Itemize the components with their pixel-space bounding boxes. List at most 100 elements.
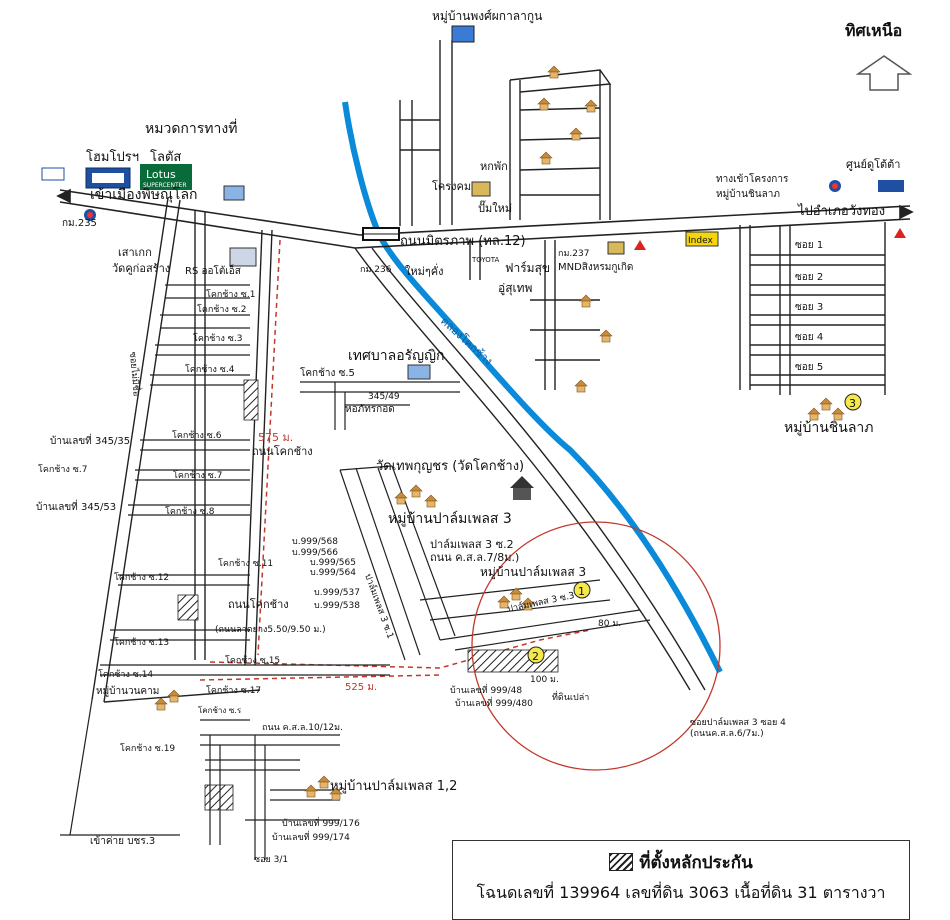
label-soi3: ซอย 3 (795, 302, 823, 313)
shop2-icon (607, 241, 625, 255)
marker-2: 2 (527, 646, 545, 664)
hatched-block-c (204, 784, 234, 811)
label-village-wanakam: หมู่บ้านวนคาม (96, 685, 159, 697)
dashed-route-575 (257, 239, 281, 656)
label-lotus: โลตัส (150, 149, 181, 165)
label-camp: เข้าค่าย บชร.3 (90, 835, 155, 847)
label-palm3-soi1: ปาล์มเพลส 3 ซ.1 (362, 572, 397, 640)
muni-icon (407, 364, 431, 380)
temple-icon (510, 476, 534, 500)
label-road-asphalt: (ถนนลาดยาง5.50/9.50 ม.) (215, 625, 326, 635)
label-soi-palm4: ซอยปาล์มเพลส 3 ซอย 4 (690, 716, 786, 728)
label-nongkhai: ใหม่ๆคั่ง (405, 263, 444, 278)
label-soi3-1: ซอย 3/1 (254, 855, 288, 865)
label-ks11: โคกช้าง ซ.11 (218, 558, 273, 569)
label-ks13: โคกช้าง ซ.13 (114, 637, 169, 648)
south-village-grid (200, 734, 340, 860)
label-highway-dept: หมวดการทางที่ (145, 119, 237, 137)
label-h176: บ้านเลขที่ 999/176 (282, 816, 360, 829)
label-h480a: บ้านเลขที่ 999/48 (450, 683, 522, 696)
label-soi-palm4-road: (ถนนค.ส.ล.6/7ม.) (690, 729, 764, 739)
main-highway (56, 188, 914, 249)
label-koksang-road: ถนนโคกช้าง (228, 597, 289, 611)
label-ks14: โคกช้าง ซ.14 (98, 669, 153, 680)
label-b568: บ.999/568 (292, 537, 338, 547)
collateral-radius-circle (471, 521, 721, 771)
label-hongcham: โครงคม (432, 179, 471, 193)
index-logo-icon: Index (685, 231, 719, 247)
label-rs: RS ออโต้เอ็ส (185, 263, 241, 277)
label-wat-thep: วัดเทพกุญชร (วัดโคกช้าง) (376, 458, 524, 474)
label-road-kst10: ถนน ค.ส.ล.10/12ม. (262, 723, 343, 733)
label-dist80: 80 ม. (598, 619, 621, 629)
legend-box: ที่ตั้งหลักประกัน โฉนดเลขที่ 139964 เลขท… (452, 840, 910, 920)
ptt-pin-east-icon (829, 180, 841, 192)
label-ks17: โคกช้าง ซ.17 (206, 685, 261, 696)
label-koksang-road-a: ถนนโคกช้าง (252, 444, 313, 458)
label-toyota: TOYOTA (471, 256, 500, 264)
label-soi1: ซอย 1 (795, 240, 823, 251)
label-ks2: โคกช้าง ซ.2 (197, 304, 246, 315)
label-empty-land: ที่ดินเปล่า (552, 690, 589, 703)
svg-text:2: 2 (532, 650, 539, 663)
label-wat-koksawang: วัดคูก่อสร้าง (112, 262, 170, 275)
label-b537: บ.999/537 (314, 588, 360, 598)
label-dist575: 575 ม. (258, 431, 293, 444)
khok-chang-road (244, 229, 273, 666)
label-b538: บ.999/538 (314, 601, 360, 611)
label-village-palm3: หมู่บ้านปาล์มเพลส 3 (388, 510, 512, 527)
label-ks15: โคกช้าง ซ.15 (225, 655, 280, 666)
label-pump: ปั๊มใหม่ (478, 200, 512, 215)
label-ks1: โคกช้าง ซ.1 (206, 289, 255, 300)
label-palm3-soi2: ปาล์มเพลส 3 ซ.2 (430, 538, 514, 551)
svg-text:1: 1 (578, 585, 585, 598)
label-to-phitsanulok: เข้าเมืองพิษณุโลก (90, 186, 198, 203)
label-municipality: เทศบาลอรัญญิก (348, 348, 445, 364)
label-h480b: บ้านเลขที่ 999/480 (455, 696, 533, 709)
label-village-chinlap: หมู่บ้านชินลาภ (784, 420, 874, 436)
label-dorm: หอภัทรกอด (345, 404, 395, 415)
label-koksang5: โคกช้าง ซ.5 (300, 366, 355, 379)
label-b566: บ.999/566 (292, 548, 338, 558)
label-saokrok: เสาเกก (118, 246, 152, 259)
label-ks19: โคกช้าง ซ.19 (120, 743, 175, 754)
ptt-pin-icon (84, 209, 96, 221)
hatch-swatch-icon (609, 853, 634, 871)
label-h174: บ้านเลขที่ 999/174 (272, 830, 350, 843)
marker-1: 1 (573, 581, 591, 599)
label-ks4: โคกช้าง ซ.4 (185, 364, 235, 375)
toyota-center-icon (878, 180, 904, 192)
dashed-route-west (199, 674, 441, 681)
label-ks12: โคกช้าง ซ.12 (114, 572, 169, 583)
svg-text:3: 3 (849, 397, 856, 410)
label-soi2: ซอย 2 (795, 272, 823, 283)
label-ks7: โคกช้าง ซ.7 (38, 464, 87, 475)
north-arrow-icon (855, 55, 913, 91)
shop-icon (471, 181, 491, 197)
mitsubishi-icon (634, 240, 646, 250)
label-village-palm3b: หมู่บ้านปาล์มเพลส 3 (480, 565, 586, 580)
hatched-block-a (243, 379, 259, 421)
label-mitraphap: ถนนมิตรภาพ (ทล.12) (400, 234, 526, 249)
bank-icon (223, 185, 245, 201)
label-ks6: โคกช้าง ซ.6 (172, 430, 222, 441)
homepro-logo-icon (85, 167, 131, 189)
palm-place-3-grid (339, 465, 651, 661)
label-dist100: 100 ม. (530, 675, 559, 685)
label-b565: บ.999/565 (310, 558, 356, 568)
mitsubishi-east-icon (894, 228, 906, 238)
svg-text:SUPERCENTER: SUPERCENTER (143, 182, 187, 189)
label-h345-35: บ้านเลขที่ 345/35 (50, 433, 130, 447)
label-ks3: โคกช้าง ซ.3 (193, 333, 242, 344)
label-km237: กม.237 (558, 249, 589, 259)
svg-text:Index: Index (688, 236, 713, 246)
municipality-roads (300, 381, 460, 430)
label-ks-s: โคกช้าง ซ.ร (198, 705, 242, 715)
label-km236: กม.236 (360, 265, 392, 275)
label-mitsu-shop: MNDสิงหรมกูเกิด (558, 262, 633, 273)
lotus-logo-icon: Lotus SUPERCENTER (140, 164, 192, 190)
label-village-phongsakul: หมู่บ้านพงศ์ผกาลากูน (432, 9, 542, 24)
label-project-entry2: หมู่บ้านชินลาภ (716, 188, 780, 200)
label-oosuk: อู่สุเทพ (498, 281, 533, 296)
